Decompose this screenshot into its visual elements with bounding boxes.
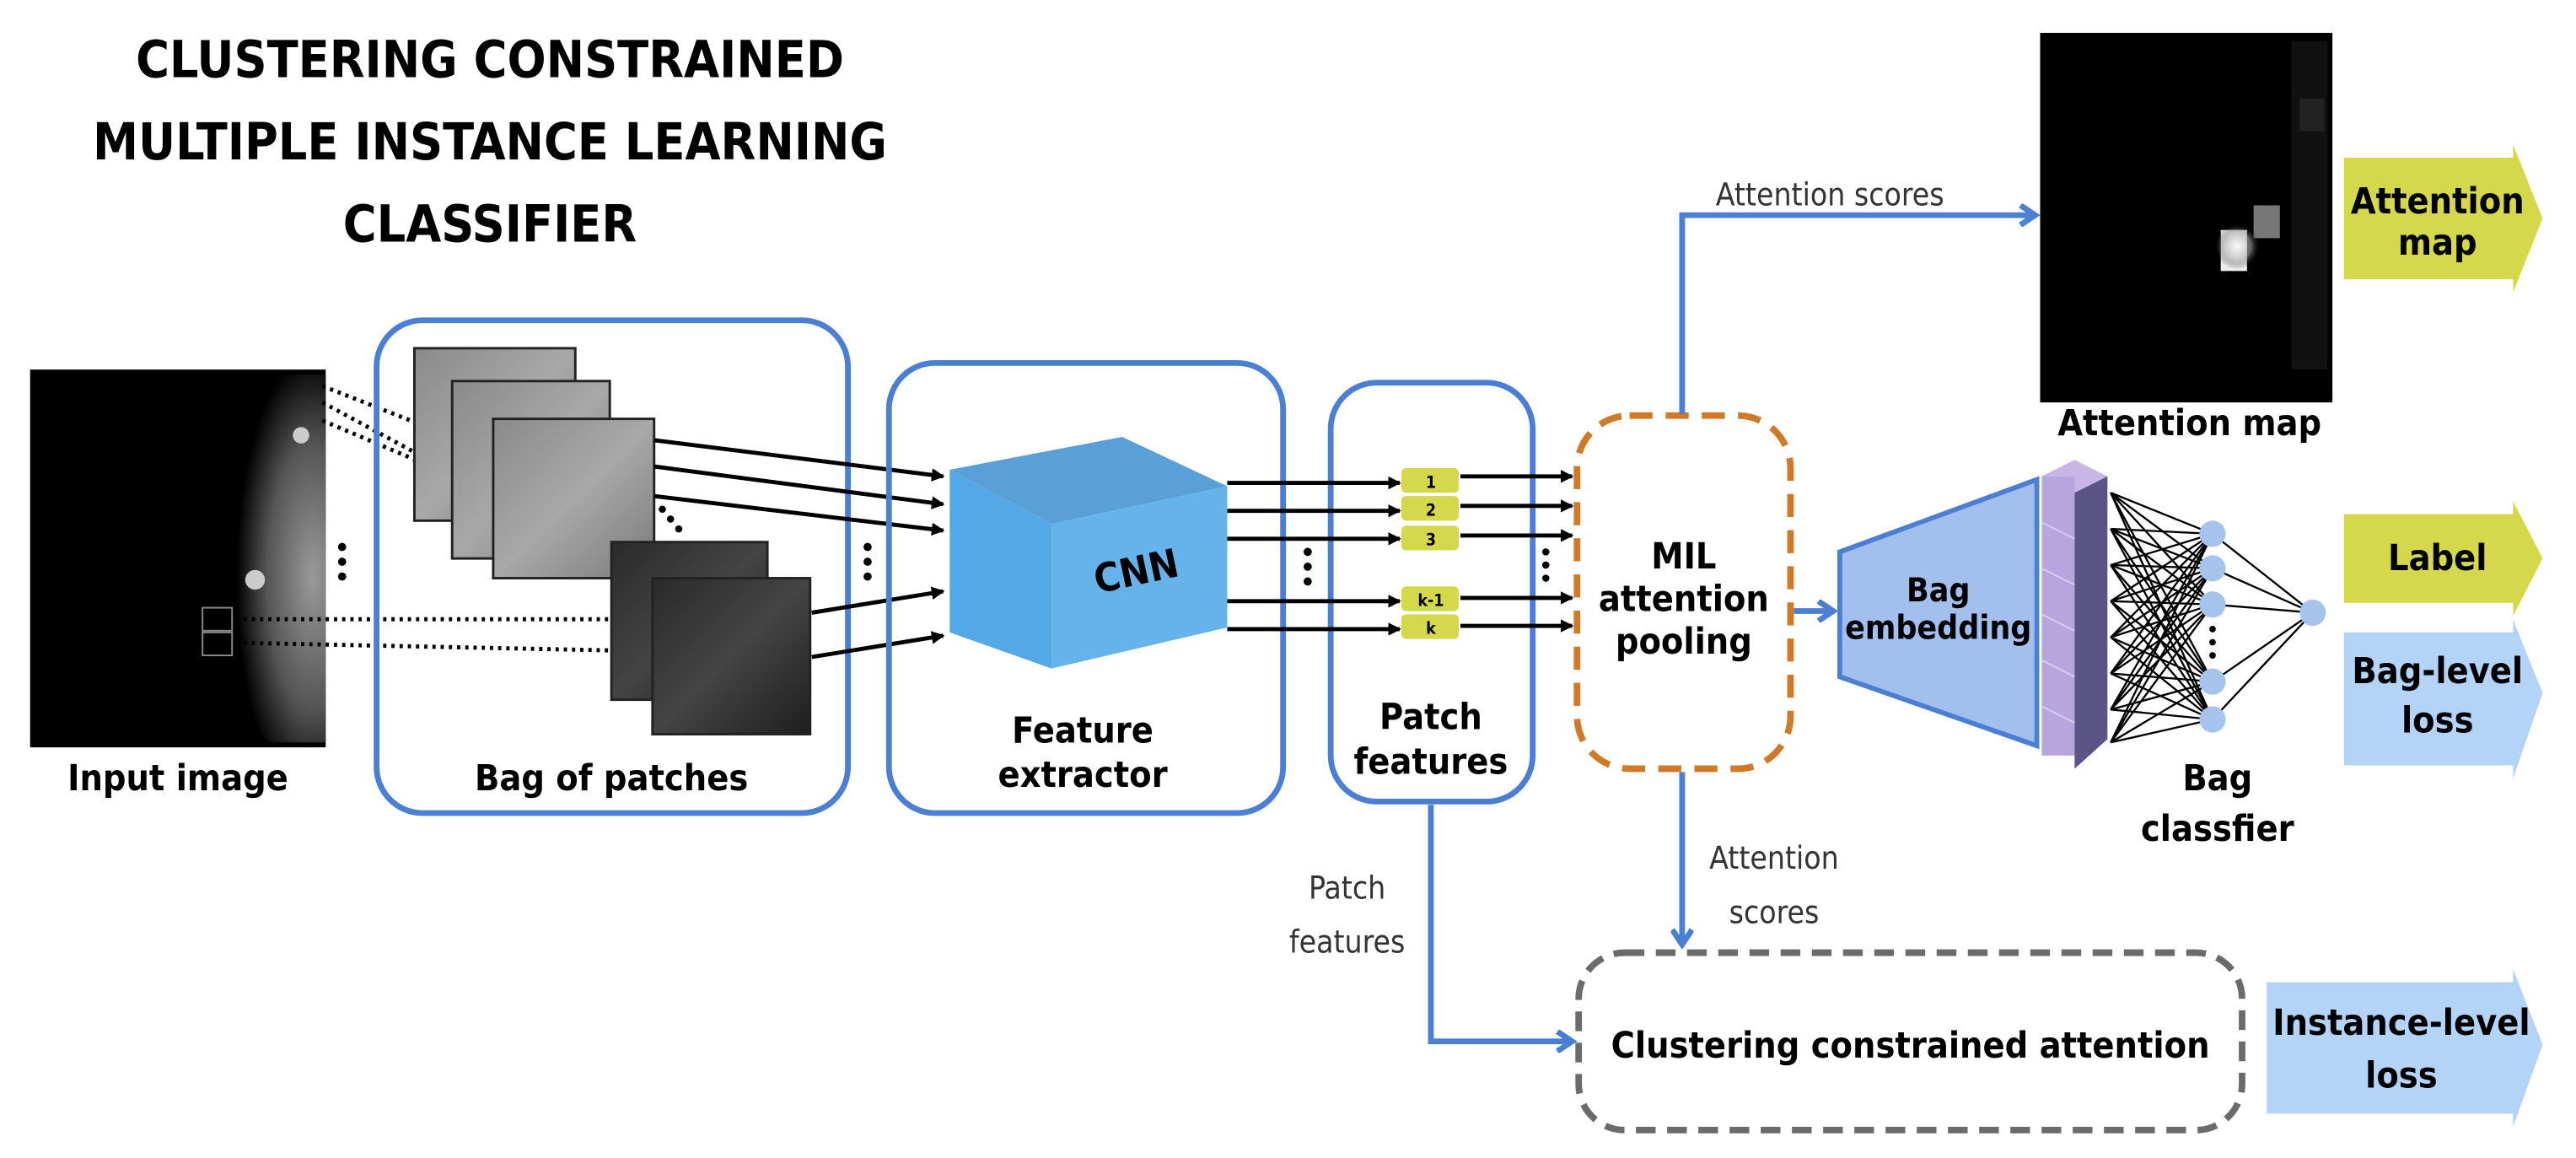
net-edge [2110,532,2213,567]
ellipsis-icon [659,505,683,533]
svg-text:Instance-level: Instance-level [2272,1002,2530,1044]
attention-scores-edge-top [1679,215,2034,414]
net-edge [2110,636,2213,683]
output-attention-map: Attention map [2343,144,2543,293]
net-edge [2212,603,2313,614]
net-edge [2110,568,2213,743]
net-edge [2111,672,2213,683]
bag-embedding-label-1: Bag [1906,572,1970,610]
classifier-neurons [2199,520,2326,733]
net-edge [2110,533,2213,710]
patch-features-label-1: Patch [1379,697,1482,739]
net-edge [2110,533,2214,743]
bag-classifier-label-1: Bag [2182,757,2252,800]
net-edge [2110,603,2213,743]
svg-text:1: 1 [1426,472,1436,492]
svg-text:loss: loss [2365,1054,2438,1096]
cnn-cube [949,437,1228,669]
hidden-neuron [2199,591,2226,618]
classifier-connections [2110,492,2314,744]
patch-features-label-2: features [1354,741,1508,783]
hidden-neuron [2199,555,2226,582]
hidden-neuron [2199,706,2226,733]
svg-text:loss: loss [2401,700,2474,742]
attention-scores-down-label-1: Attention [1709,840,1839,876]
mil-label-2: attention [1599,578,1769,620]
bag-embedding-label-2: embedding [1845,610,2031,648]
net-edge [2212,611,2314,720]
svg-text:k-1: k-1 [1417,591,1444,611]
net-edge [2110,600,2213,683]
net-edge [2212,567,2314,614]
feature-chips: 1 2 3 k-1 k [1401,468,1460,639]
output-label: Label [2343,500,2543,617]
svg-text:Attention: Attention [2351,180,2525,223]
net-edge [2110,681,2213,711]
bag-embedding-shape [1837,476,2040,750]
embedding-vector [2041,460,2108,769]
feature-extractor-box [885,359,1287,816]
net-edge [2212,533,2314,614]
net-edge [2110,492,2213,682]
mil-label-3: pooling [1616,621,1752,663]
net-edge [2212,611,2314,683]
attention-scores-down-label-2: scores [1729,895,1820,931]
net-edge [2111,708,2213,721]
feature-extractor-label-1: Feature [1012,709,1154,751]
ellipsis-icon [1541,548,1550,582]
svg-text:2: 2 [1426,501,1436,520]
ellipsis-icon [863,542,872,581]
cnn-to-feature-arrows [1227,476,1401,636]
net-edge [2111,527,2213,536]
svg-text:Bag-level: Bag-level [2352,650,2523,692]
patch-features-edge-label-2: features [1289,924,1405,961]
feature-chip: k-1 [1401,586,1460,611]
net-edge [2110,533,2213,638]
ellipsis-icon [337,542,347,581]
ellipsis-icon [2209,626,2216,659]
net-edge [2110,532,2213,602]
title-line-2: MULTIPLE INSTANCE LEARNING [93,113,887,172]
mil-label-1: MIL [1651,536,1716,578]
patch-features-edge [1428,805,1571,1041]
attention-map-caption: Attention map [2057,402,2321,444]
mil-attention-pooling-box [1573,412,1794,773]
svg-text:map: map [2398,222,2477,264]
ellipsis-icon [1304,547,1312,586]
bag-classifier-label-2: classfier [2141,808,2294,850]
hidden-neuron [2199,668,2226,695]
title-line-3: CLASSIFIER [343,195,637,254]
net-edge [2110,533,2213,675]
attention-scores-top-label: Attention scores [1716,176,1944,213]
title-line-1: CLUSTERING CONSTRAINED [136,31,844,90]
feature-chip: 1 [1401,468,1460,493]
feature-chip: k [1401,614,1460,639]
net-edge [2110,681,2213,744]
feature-chip: 2 [1401,496,1460,521]
feature-chip: 3 [1401,525,1460,551]
patch-features-box [1327,380,1536,805]
output-instance-level-loss: Instance-level loss [2267,969,2543,1127]
svg-text:k: k [1426,619,1436,638]
net-edge [2110,718,2213,744]
attention-map-image [2040,32,2333,403]
patch-features-edge-label-1: Patch [1309,870,1385,906]
svg-text:3: 3 [1426,531,1436,550]
svg-text:Label: Label [2388,537,2487,579]
clustering-constrained-attention-box [1575,949,2245,1134]
hidden-neuron [2199,520,2226,547]
output-bag-level-loss: Bag-level loss [2343,619,2543,779]
net-edge [2110,492,2213,536]
input-image [30,369,326,748]
clustering-label: Clustering constrained attention [1611,1025,2210,1067]
bag-of-patches-box [374,317,851,816]
output-neuron [2299,599,2326,627]
input-image-label: Input image [67,757,288,800]
feature-to-mil-arrows [1460,469,1574,633]
patch-stack-dark [610,541,812,736]
bag-of-patches-label: Bag of patches [475,757,748,800]
feature-extractor-label-2: extractor [998,754,1167,796]
patch-to-cnn-arrows [653,438,945,660]
